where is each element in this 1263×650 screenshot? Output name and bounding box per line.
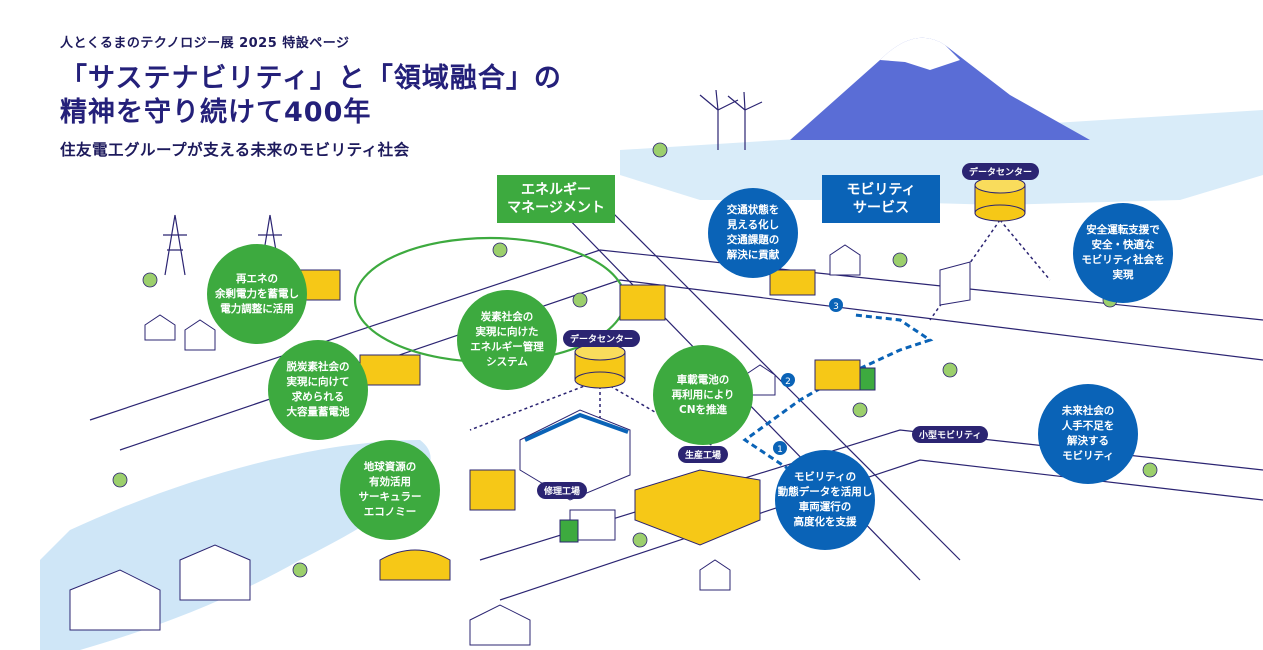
bridge bbox=[379, 549, 451, 581]
sea bbox=[620, 110, 1263, 205]
route-marker-2-text: 2 bbox=[785, 377, 791, 387]
route-marker-1-text: 1 bbox=[777, 445, 783, 455]
page-title-line2: 精神を守り続けて400年 bbox=[60, 97, 372, 128]
bubble-battery-reuse: 車載電池の 再利用により CNを推進 bbox=[653, 345, 753, 445]
route-marker-2: 2 bbox=[781, 373, 795, 387]
bubble-labor-shortage: 未来社会の 人手不足を 解決する モビリティ bbox=[1038, 384, 1138, 484]
data-center-cylinder bbox=[574, 343, 626, 389]
mountain bbox=[790, 37, 1090, 140]
label-data-center-2: データセンター bbox=[962, 163, 1040, 180]
route-marker-1: 1 bbox=[773, 441, 787, 455]
bubble-traffic: 交通状態を 見える化し 交通課題の 解決に貢献 bbox=[708, 188, 798, 278]
energy-management-tag: エネルギー マネージメント bbox=[497, 175, 615, 223]
battery-blocks bbox=[299, 269, 666, 511]
trees bbox=[112, 142, 1158, 578]
historic-buildings bbox=[69, 544, 531, 646]
label-repair-shop: 修理工場 bbox=[537, 482, 588, 499]
truck bbox=[559, 269, 876, 543]
bubble-surplus-power: 再エネの 余剰電力を蓄電し 電力調整に活用 bbox=[207, 244, 307, 344]
mobility-route bbox=[742, 313, 934, 472]
bubble-circular-economy: 地球資源の 有効活用 サーキュラー エコノミー bbox=[340, 440, 440, 540]
route-marker-3-text: 3 bbox=[833, 302, 839, 312]
bubble-carbon-management: 炭素社会の 実現に向けた エネルギー管理 システム bbox=[457, 290, 557, 390]
wind-turbine bbox=[699, 89, 763, 150]
data-center-cylinder bbox=[974, 176, 1026, 222]
route-marker-3: 3 bbox=[829, 298, 843, 312]
page-title-line1: 「サステナビリティ」と「領域融合」の bbox=[60, 63, 562, 94]
bubble-vehicle-operations: モビリティの 動態データを活用し 車両運行の 高度化を支援 bbox=[775, 450, 875, 550]
mobility-service-tag: モビリティ サービス bbox=[822, 175, 940, 223]
page-subtitle: 住友電工グループが支える未来のモビリティ社会 bbox=[60, 141, 410, 159]
label-data-center-1: データセンター bbox=[563, 330, 641, 347]
page-title: 「サステナビリティ」と「領域融合」の 精神を守り続けて400年 bbox=[60, 62, 562, 130]
bubble-safe-driving: 安全運転支援で 安全・快適な モビリティ社会を 実現 bbox=[1073, 203, 1173, 303]
bubble-large-battery: 脱炭素社会の 実現に向けて 求められる 大容量蓄電池 bbox=[268, 340, 368, 440]
label-small-mobility: 小型モビリティ bbox=[912, 426, 989, 443]
label-factory: 生産工場 bbox=[678, 446, 729, 463]
mountain-snow bbox=[880, 37, 960, 70]
exhibition-eyebrow: 人とくるまのテクノロジー展 2025 特設ページ bbox=[60, 36, 350, 51]
factory-building bbox=[519, 409, 761, 546]
